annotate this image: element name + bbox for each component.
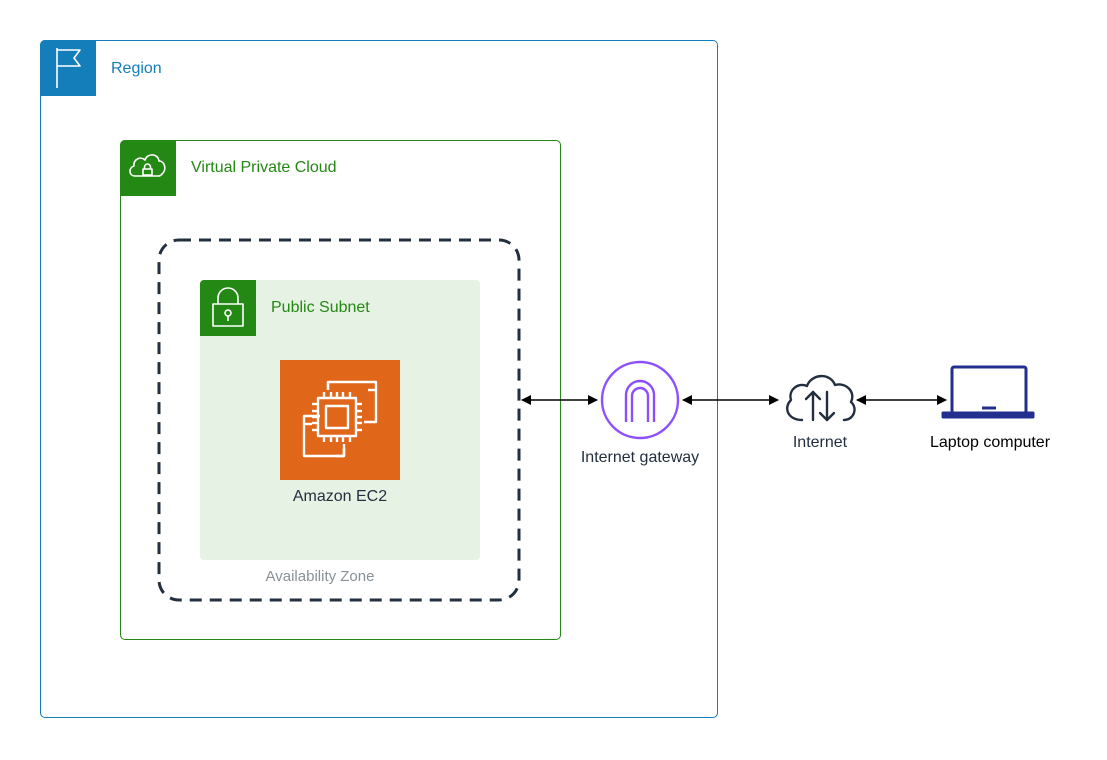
internet-gateway-icon [599, 360, 681, 447]
availability-zone-label: Availability Zone [265, 568, 375, 585]
internet-gateway-label: Internet gateway [580, 449, 700, 466]
ec2-chip-icon [280, 360, 400, 480]
cloud-updown-icon [780, 370, 860, 431]
laptop-label: Laptop computer [929, 434, 1051, 451]
availability-zone-boundary [157, 238, 521, 602]
vpc-container [120, 140, 561, 640]
laptop-icon [940, 364, 1036, 425]
region-container [40, 40, 718, 718]
padlock-icon [200, 280, 256, 336]
cloud-lock-icon [120, 140, 176, 196]
subnet-label: Public Subnet [271, 299, 370, 316]
region-label: Region [111, 60, 162, 77]
vpc-label: Virtual Private Cloud [191, 159, 337, 176]
internet-label: Internet [792, 434, 848, 451]
flag-icon [40, 40, 96, 96]
ec2-label: Amazon EC2 [292, 488, 388, 505]
